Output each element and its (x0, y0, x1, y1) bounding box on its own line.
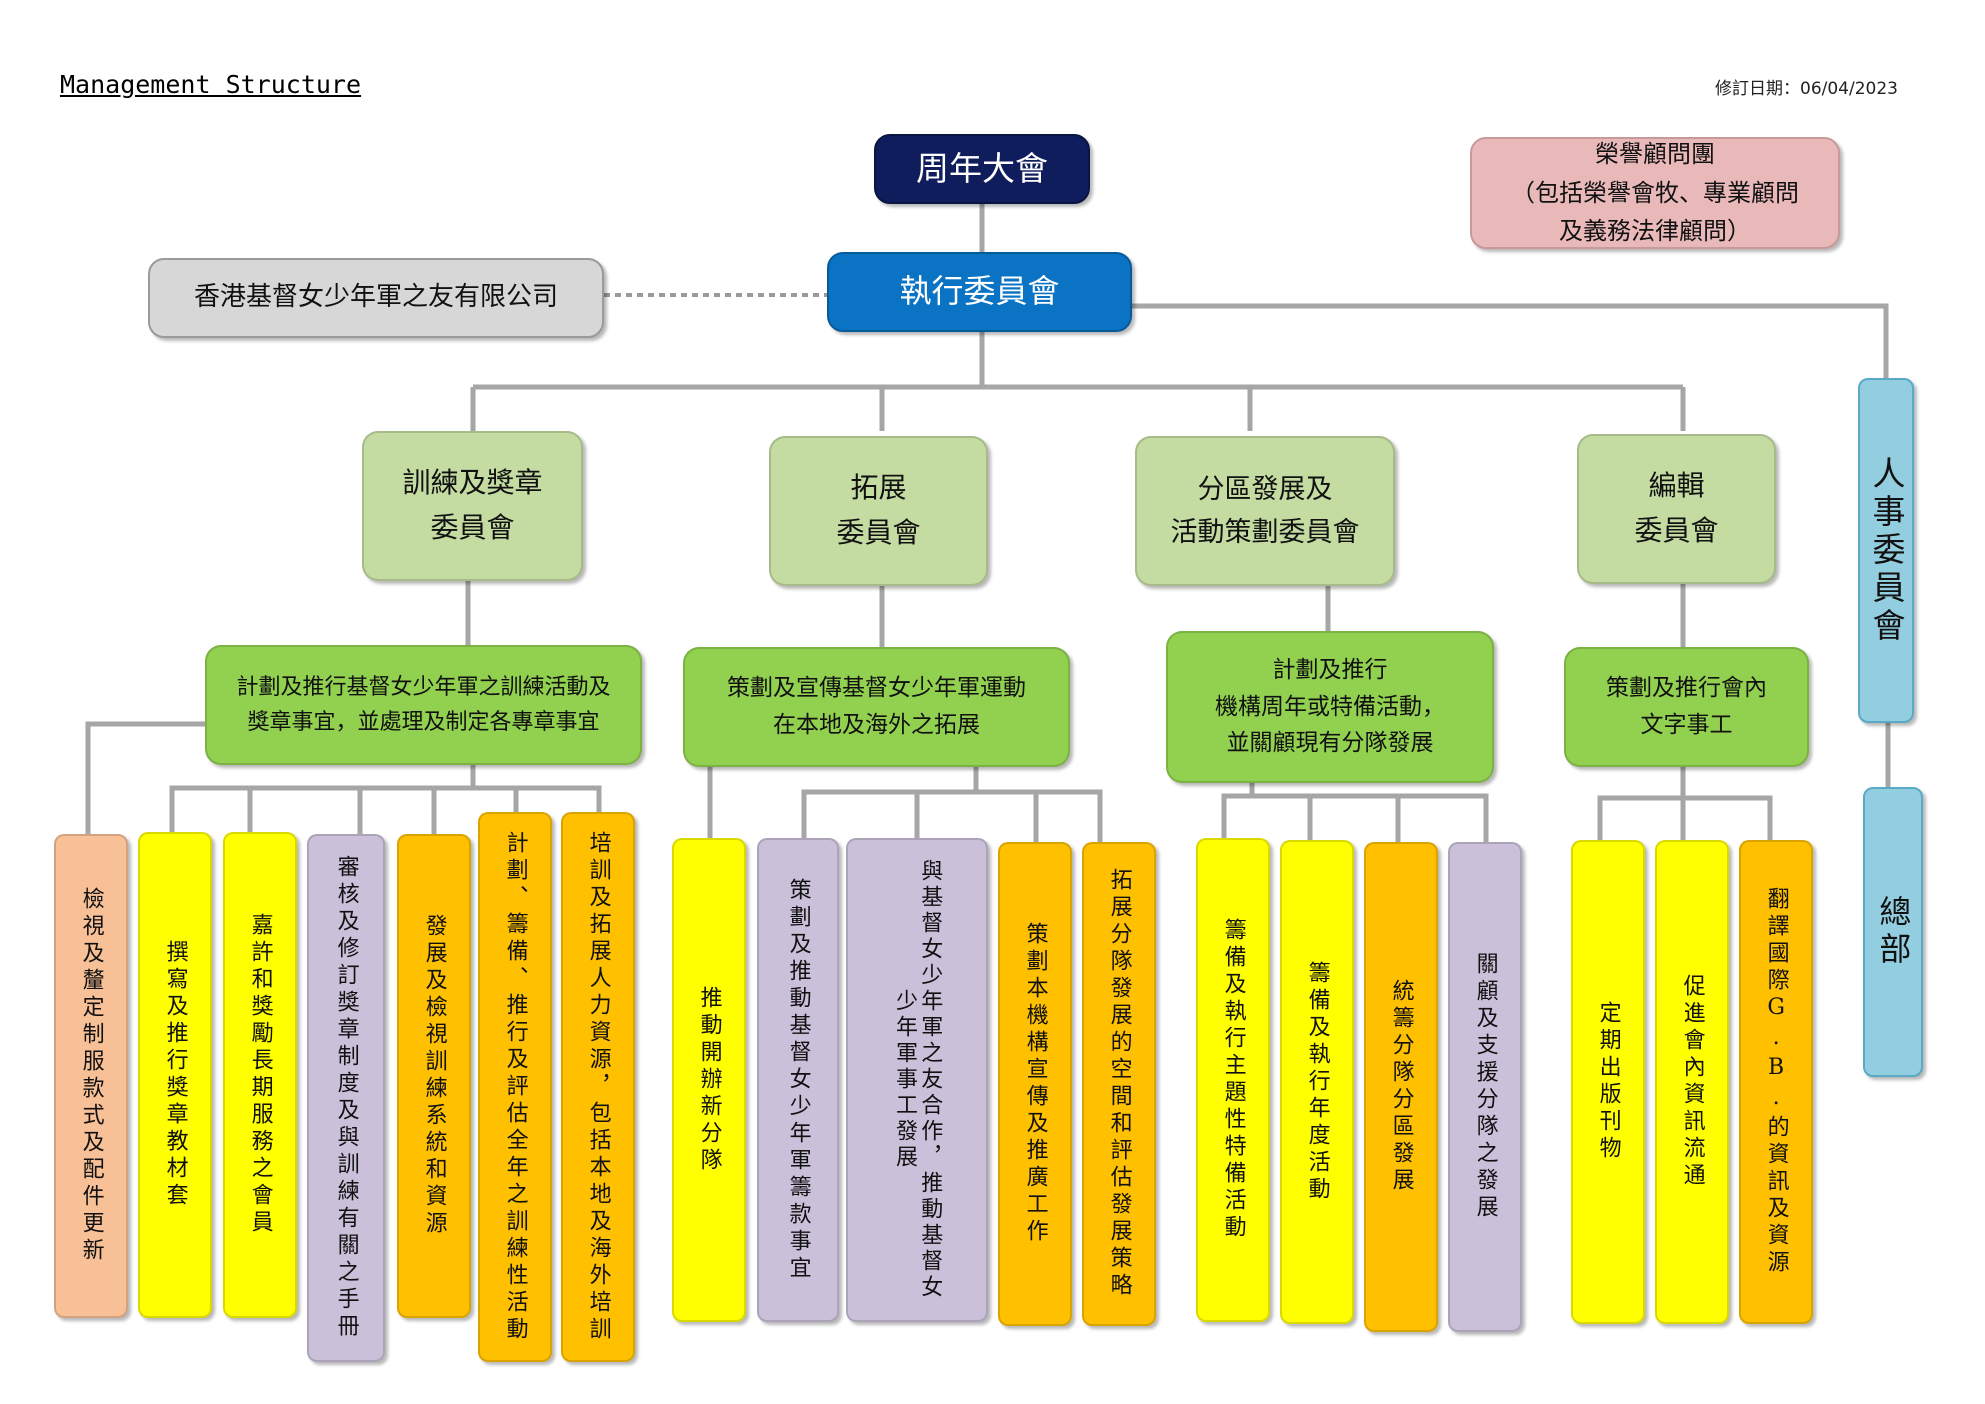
editorial-committee-label: 編輯 委員會 (1634, 469, 1719, 547)
training-bus-b (470, 765, 602, 812)
new-company-label: 推動開辦新分隊 (696, 985, 722, 1175)
district-function-label: 計劃及推行 機構周年或特備活動， 並關顧現有分隊發展 (1215, 656, 1445, 757)
editorial-bus (1597, 767, 1686, 840)
extension-committee-label: 拓展 委員會 (836, 471, 921, 549)
gb-translation-task: 翻譯國際G.B.的資訊及資源 (1739, 840, 1813, 1324)
honorary-advisors-box: 榮譽顧問團 （包括榮譽會牧、專業顧問 及義務法律顧問） (1470, 137, 1840, 249)
personnel-committee-box: 人事委員會 (1858, 378, 1914, 723)
long-service-award-label: 嘉許和獎勵長期服務之會員 (247, 913, 273, 1237)
badge-materials-task: 撰寫及推行獎章教材套 (138, 832, 212, 1318)
theme-special-activities-label: 籌備及執行主題性特備活動 (1220, 918, 1246, 1242)
training-function-box: 計劃及推行基督女少年軍之訓練活動及 獎章事宜，並處理及制定各專章事宜 (205, 645, 642, 765)
friends-company-box: 香港基督女少年軍之友有限公司 (148, 258, 604, 338)
headquarters-box: 總部 (1863, 787, 1923, 1077)
editorial-function-label: 策劃及推行會內 文字事工 (1606, 675, 1767, 738)
district-activity-committee-label: 分區發展及 活動策劃委員會 (1170, 473, 1360, 548)
fundraising-label: 策劃及推動基督女少年軍籌款事宜 (785, 877, 811, 1283)
training-function-label: 計劃及推行基督女少年軍之訓練活動及 獎章事宜，並處理及制定各專章事宜 (236, 674, 611, 735)
revision-date: 修訂日期：06/04/2023 (1715, 79, 1898, 99)
annual-training-activities-task: 計劃、籌備、推行及評估全年之訓練性活動 (478, 812, 552, 1362)
long-service-award-task: 嘉許和獎勵長期服務之會員 (223, 832, 297, 1318)
training-badge-committee-label: 訓練及獎章 委員會 (402, 466, 543, 544)
publicity-task: 策劃本機構宣傳及推廣工作 (998, 842, 1072, 1326)
headquarters-label: 總部 (1874, 895, 1913, 969)
training-badge-committee-box: 訓練及獎章 委員會 (362, 431, 583, 581)
internal-communication-label: 促進會內資訊流通 (1679, 974, 1705, 1190)
uniform-review-task: 檢視及釐定制服款式及配件更新 (54, 834, 128, 1318)
page-title: Management Structure (60, 70, 362, 99)
agm-label: 周年大會 (916, 148, 1048, 188)
executive-committee-box: 執行委員會 (827, 252, 1132, 332)
publications-task: 定期出版刊物 (1571, 840, 1645, 1324)
human-resource-training-task: 培訓及拓展人力資源，包括本地及海外培訓 (561, 812, 635, 1362)
district-activity-committee-box: 分區發展及 活動策劃委員會 (1135, 436, 1395, 586)
company-development-strategy-label: 拓展分隊發展的空間和評估發展策略 (1106, 868, 1132, 1300)
extension-committee-box: 拓展 委員會 (769, 436, 988, 586)
agm-box: 周年大會 (874, 134, 1090, 204)
editorial-function-box: 策劃及推行會內 文字事工 (1564, 647, 1809, 767)
company-support-label: 關顧及支援分隊之發展 (1472, 952, 1498, 1222)
new-company-task: 推動開辦新分隊 (672, 838, 746, 1322)
extension-bus (801, 767, 979, 838)
training-system-task: 發展及檢視訓練系統和資源 (397, 834, 471, 1318)
annual-activities-label: 籌備及執行年度活動 (1304, 960, 1330, 1204)
badge-materials-label: 撰寫及推行獎章教材套 (162, 940, 188, 1210)
friends-cooperation-task: 與基督女少年軍之友合作，推動基督女少年軍事工發展 (846, 838, 988, 1322)
friends-company-label: 香港基督女少年軍之友有限公司 (193, 282, 558, 313)
publicity-label: 策劃本機構宣傳及推廣工作 (1022, 922, 1048, 1246)
badge-manual-review-task: 審核及修訂獎章制度及與訓練有關之手冊 (307, 834, 385, 1362)
district-development-label: 統籌分隊分區發展 (1388, 979, 1414, 1195)
honorary-advisors-label: 榮譽顧問團 （包括榮譽會牧、專業顧問 及義務法律顧問） (1511, 140, 1799, 246)
annual-activities-task: 籌備及執行年度活動 (1280, 840, 1354, 1324)
executive-committee-label: 執行委員會 (899, 272, 1060, 311)
district-development-task: 統籌分隊分區發展 (1364, 842, 1438, 1332)
theme-special-activities-task: 籌備及執行主題性特備活動 (1196, 838, 1270, 1322)
personnel-committee-label: 人事委員會 (1866, 455, 1906, 646)
uniform-review-label: 檢視及釐定制服款式及配件更新 (78, 887, 104, 1265)
extension-function-label: 策劃及宣傳基督女少年軍運動 在本地及海外之拓展 (727, 675, 1026, 738)
company-development-strategy-task: 拓展分隊發展的空間和評估發展策略 (1082, 842, 1156, 1326)
friends-cooperation-label: 與基督女少年軍之友合作，推動基督女少年軍事工發展 (892, 859, 943, 1301)
annual-training-activities-label: 計劃、籌備、推行及評估全年之訓練性活動 (502, 830, 528, 1344)
publications-label: 定期出版刊物 (1595, 1001, 1621, 1163)
training-bus-a (169, 765, 476, 834)
extension-function-box: 策劃及宣傳基督女少年軍運動 在本地及海外之拓展 (683, 647, 1070, 767)
district-function-box: 計劃及推行 機構周年或特備活動， 並關顧現有分隊發展 (1166, 631, 1494, 783)
executive-to-personnel-line (1132, 303, 1889, 378)
badge-manual-review-label: 審核及修訂獎章制度及與訓練有關之手冊 (333, 855, 359, 1341)
training-left-branch (85, 721, 205, 834)
district-bus-2 (1224, 793, 1489, 842)
gb-translation-label: 翻譯國際G.B.的資訊及資源 (1763, 887, 1789, 1277)
training-system-label: 發展及檢視訓練系統和資源 (421, 914, 447, 1238)
extension-bus-2 (976, 789, 1103, 842)
internal-communication-task: 促進會內資訊流通 (1655, 840, 1729, 1324)
district-bus (1221, 783, 1255, 838)
human-resource-training-label: 培訓及拓展人力資源，包括本地及海外培訓 (585, 830, 611, 1344)
company-support-task: 關顧及支援分隊之發展 (1448, 842, 1522, 1332)
fundraising-task: 策劃及推動基督女少年軍籌款事宜 (757, 838, 839, 1322)
editorial-bus-2 (1683, 795, 1773, 840)
editorial-committee-box: 編輯 委員會 (1577, 434, 1776, 584)
